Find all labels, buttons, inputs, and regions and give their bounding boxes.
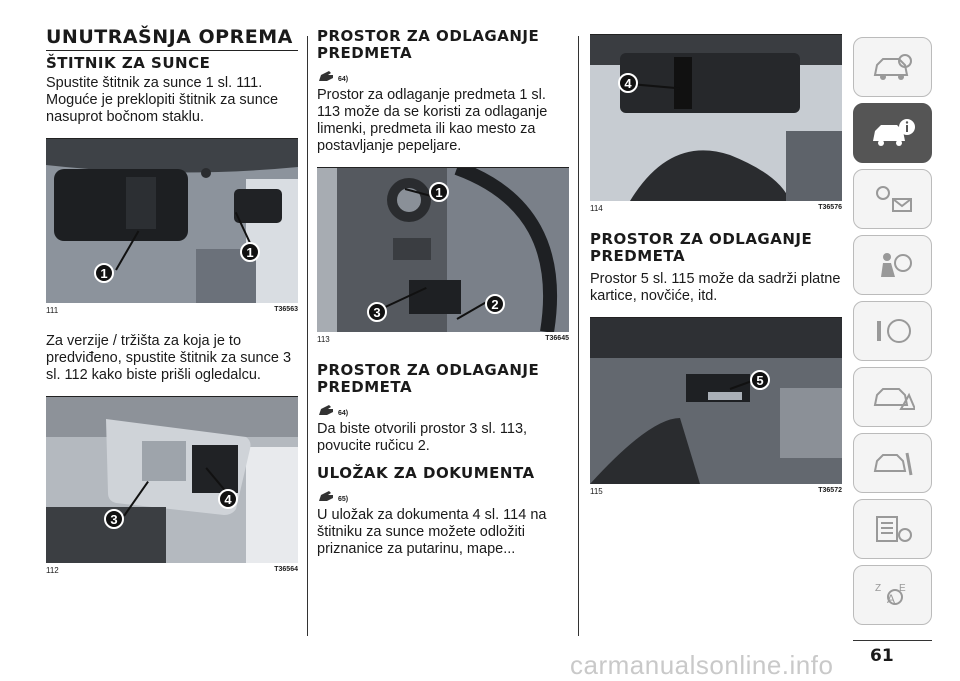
figure-caption: 114 T36576	[590, 204, 842, 213]
svg-text:A: A	[887, 592, 895, 606]
subheading-storage: PROSTOR ZA ODLAGANJE PREDMETA	[590, 230, 813, 265]
subheading-sun-visor: ŠTITNIK ZA SUNCE	[46, 54, 211, 72]
divider	[46, 50, 298, 51]
page-number: 61	[870, 646, 894, 666]
figure-number: 114	[590, 204, 603, 213]
paragraph: Spustite štitnik za sunce 1 sl. 111. Mog…	[46, 75, 279, 125]
callout-4: 4	[218, 489, 238, 509]
figure-caption: 111 T36563	[46, 306, 298, 315]
figure-number: 113	[317, 335, 330, 344]
warning-ref: 64)	[317, 399, 569, 417]
tab-steering-key[interactable]	[853, 301, 932, 361]
column-divider	[307, 36, 308, 636]
figure-caption: 113 T36645	[317, 335, 569, 344]
callout-1: 1	[429, 182, 449, 202]
column-divider	[578, 36, 579, 636]
callout-1: 1	[94, 263, 114, 283]
paragraph: Da biste otvorili prostor 3 sl. 113, pov…	[317, 421, 528, 454]
airbag-seat-icon	[880, 253, 912, 277]
subheading-document-holder: ULOŽAK ZA DOKUMENTA	[317, 464, 535, 482]
figure-number: 111	[46, 306, 59, 315]
figure-image: 4	[590, 35, 842, 201]
figure-caption: 115 T36572	[590, 487, 842, 496]
paragraph: Prostor za odlaganje predmeta 1 sl. 113 …	[317, 87, 548, 154]
warning-hand-icon	[319, 405, 333, 415]
watermark: carmanualsonline.info	[570, 650, 834, 680]
figure-image: 3 4	[46, 397, 298, 563]
mirror-visor-photo	[46, 397, 298, 563]
figure-number: 115	[590, 487, 603, 496]
tab-car-service[interactable]	[853, 433, 932, 493]
paragraph: Prostor 5 sl. 115 može da sadrži platne …	[590, 271, 841, 304]
document-holder-photo	[590, 35, 842, 201]
figure-number: 112	[46, 566, 59, 575]
tab-lights-signal[interactable]	[853, 169, 932, 229]
figure-114: 4 114 T36576	[590, 34, 842, 213]
warning-number: 64)	[338, 76, 349, 83]
svg-text:E: E	[899, 583, 906, 594]
figure-image: 1 3 2	[317, 168, 569, 332]
figure-image: 5	[590, 318, 842, 484]
index-letters-icon: Z EA	[875, 583, 906, 606]
figure-image: 1 1	[46, 139, 298, 303]
figure-code: T36572	[818, 487, 842, 494]
callout-3: 3	[104, 509, 124, 529]
callout-2: 2	[485, 294, 505, 314]
figure-caption: 112 T36564	[46, 566, 298, 575]
callout-5: 5	[750, 370, 770, 390]
car-info-icon	[872, 119, 915, 146]
callout-3: 3	[367, 302, 387, 322]
svg-text:Z: Z	[875, 583, 881, 594]
lights-signal-icon	[875, 186, 912, 212]
page-number-rule	[853, 640, 932, 641]
card-tray-photo	[590, 318, 842, 484]
specs-gear-icon	[875, 516, 912, 542]
subheading-storage: PROSTOR ZA ODLAGANJE PREDMETA	[317, 27, 540, 62]
paragraph: U uložak za dokumenta 4 sl. 114 na štitn…	[317, 507, 547, 557]
column-3: 4 114 T36576 PROSTOR ZA ODLAGANJE PREDME…	[590, 34, 842, 496]
tab-car-info[interactable]	[853, 103, 932, 163]
car-warning-icon	[873, 388, 915, 410]
sun-visor-photo	[46, 139, 298, 303]
figure-code: T36645	[545, 335, 569, 342]
warning-number: 65)	[338, 496, 349, 503]
car-service-icon	[873, 452, 912, 476]
warning-number: 64)	[338, 410, 349, 417]
figure-115: 5 115 T36572	[590, 317, 842, 496]
column-1: UNUTRAŠNJA OPREMA ŠTITNIK ZA SUNCE Spust…	[46, 28, 298, 575]
figure-112: 3 4 112 T36564	[46, 396, 298, 575]
tab-airbag-seat[interactable]	[853, 235, 932, 295]
steering-key-icon	[876, 319, 911, 343]
warning-hand-icon	[319, 71, 333, 81]
warning-hand-icon	[319, 491, 333, 501]
figure-code: T36564	[274, 566, 298, 573]
car-search-icon	[873, 54, 912, 80]
callout-1: 1	[240, 242, 260, 262]
figure-code: T36563	[274, 306, 298, 313]
tab-car-search[interactable]	[853, 37, 932, 97]
subheading-storage: PROSTOR ZA ODLAGANJE PREDMETA	[317, 361, 540, 396]
paragraph: Za verzije / tržišta za koja je to predv…	[46, 333, 292, 383]
warning-ref: 64)	[317, 65, 569, 83]
section-title: UNUTRAŠNJA OPREMA	[46, 26, 293, 48]
callout-4: 4	[618, 73, 638, 93]
warning-ref: 65)	[317, 485, 569, 503]
figure-code: T36576	[818, 204, 842, 211]
tab-specs[interactable]	[853, 499, 932, 559]
figure-111: 1 1 111 T36563	[46, 138, 298, 315]
column-2: PROSTOR ZA ODLAGANJE PREDMETA 64) Prosto…	[317, 28, 569, 558]
figure-113: 1 3 2 113 T36645	[317, 167, 569, 344]
tab-car-warning[interactable]	[853, 367, 932, 427]
